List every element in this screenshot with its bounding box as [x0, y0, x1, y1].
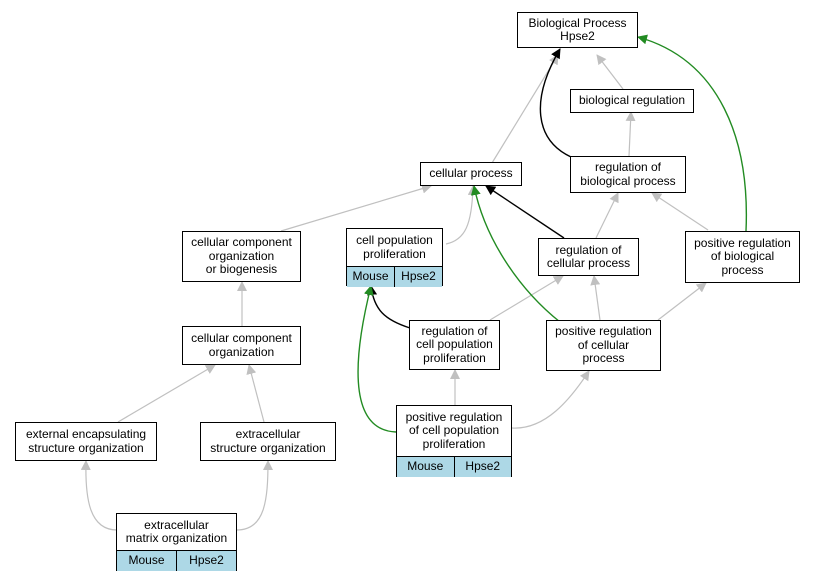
go-term-label: regulation of cell population proliferat…	[410, 321, 499, 369]
term-text: regulation of	[421, 323, 488, 338]
go-term-positive-regulation-of-cell-population-proliferation[interactable]: positive regulation of cell population p…	[396, 405, 512, 477]
go-term-label: positive regulation of cellular process	[547, 321, 660, 370]
term-text: proliferation	[423, 350, 486, 365]
edge	[625, 111, 636, 157]
annotation-species[interactable]: Mouse	[397, 457, 454, 477]
edge	[280, 183, 432, 232]
go-term-cellular-component-organization-or-biogenesis[interactable]: cellular component organization or bioge…	[182, 231, 301, 282]
term-text: of cell population	[408, 423, 500, 438]
edge	[489, 275, 564, 321]
term-text: structure organization	[28, 440, 144, 455]
go-term-label: Biological Process Hpse2	[518, 13, 637, 47]
go-term-positive-regulation-of-biological-process[interactable]: positive regulation of biological proces…	[685, 231, 800, 283]
edge	[357, 285, 397, 433]
go-term-label: cellular component organization or bioge…	[183, 232, 300, 281]
edge	[80, 460, 118, 531]
term-text: proliferation	[363, 246, 426, 261]
edge	[657, 282, 707, 321]
term-text: biological process	[580, 173, 676, 188]
go-term-label: positive regulation of cell population p…	[397, 406, 511, 457]
go-term-label: extracellular structure organization	[201, 423, 335, 460]
go-term-external-encapsulating-structure-organization[interactable]: external encapsulating structure organiz…	[15, 422, 157, 461]
term-text: cellular component	[191, 331, 292, 345]
go-term-extracellular-structure-organization[interactable]: extracellular structure organization	[200, 422, 336, 461]
annotation-species[interactable]: Mouse	[117, 551, 176, 571]
annotation-gene[interactable]: Hpse2	[176, 551, 236, 571]
edge	[445, 185, 478, 245]
annotation-row: Mouse Hpse2	[397, 457, 511, 477]
edge	[651, 192, 709, 231]
edge	[637, 34, 748, 232]
go-term-label: external encapsulating structure organiz…	[16, 423, 156, 460]
term-text: or biogenesis	[205, 262, 278, 277]
edge	[470, 185, 561, 323]
term-text: cell population	[356, 233, 433, 247]
term-text: Biological Process	[528, 15, 627, 30]
go-term-label: extracellular matrix organization	[117, 514, 236, 551]
term-text: positive regulation	[555, 324, 652, 339]
term-text: cell population	[416, 337, 493, 352]
annotation-gene[interactable]: Hpse2	[394, 267, 442, 287]
go-term-cellular-process[interactable]: cellular process	[420, 162, 522, 186]
term-text: regulation of	[555, 242, 622, 257]
go-term-label: cellular component organization	[183, 327, 300, 364]
term-text: of cellular	[577, 337, 630, 352]
edge	[590, 275, 601, 321]
edge	[539, 48, 572, 158]
go-term-cellular-component-organization[interactable]: cellular component organization	[182, 326, 301, 365]
go-term-extracellular-matrix-organization[interactable]: extracellular matrix organization Mouse …	[116, 513, 237, 571]
go-term-label: regulation of cellular process	[539, 239, 638, 275]
go-term-label: cell population proliferation	[347, 229, 442, 267]
term-text: organization	[208, 248, 275, 263]
annotation-gene[interactable]: Hpse2	[453, 457, 511, 477]
term-text: organization	[208, 344, 275, 359]
edge	[491, 54, 559, 164]
term-text: of biological	[710, 249, 775, 264]
go-term-regulation-of-cellular-process[interactable]: regulation of cellular process	[538, 238, 639, 276]
term-text: process	[721, 262, 764, 277]
edge	[485, 185, 565, 239]
annotation-row: Mouse Hpse2	[347, 267, 442, 287]
edge	[367, 285, 411, 329]
go-term-regulation-of-cell-population-proliferation[interactable]: regulation of cell population proliferat…	[409, 320, 500, 370]
edge	[117, 364, 216, 423]
term-text: proliferation	[422, 436, 486, 451]
term-text: cellular component	[191, 235, 292, 250]
edge	[596, 54, 624, 90]
go-term-label: regulation of biological process	[571, 157, 685, 192]
edge	[246, 364, 265, 423]
annotation-species[interactable]: Mouse	[347, 267, 394, 287]
go-term-label: cellular process	[421, 163, 521, 185]
go-term-cell-population-proliferation[interactable]: cell population proliferation Mouse Hpse…	[346, 228, 443, 287]
annotation-row: Mouse Hpse2	[117, 551, 236, 571]
term-text: positive regulation	[694, 235, 791, 250]
term-text: matrix organization	[125, 531, 228, 545]
go-term-biological-process[interactable]: Biological Process Hpse2	[517, 12, 638, 48]
term-text: structure organization	[210, 440, 326, 455]
term-text: extracellular	[235, 427, 301, 441]
go-term-positive-regulation-of-cellular-process[interactable]: positive regulation of cellular process	[546, 320, 661, 371]
term-text: regulation of	[594, 160, 662, 174]
term-text: external encapsulating	[25, 427, 147, 441]
edge	[595, 192, 619, 239]
go-term-label: positive regulation of biological proces…	[686, 232, 799, 282]
go-term-regulation-of-biological-process[interactable]: regulation of biological process	[570, 156, 686, 193]
term-text: cellular process	[546, 256, 631, 270]
edge	[236, 460, 273, 531]
go-term-biological-regulation[interactable]: biological regulation	[570, 89, 694, 113]
term-text: cellular process	[429, 166, 513, 181]
term-text: positive regulation	[405, 409, 503, 424]
term-text: biological regulation	[578, 93, 686, 108]
term-text: Hpse2	[560, 29, 595, 43]
term-text: process	[582, 351, 625, 366]
edge	[511, 370, 590, 429]
go-term-label: biological regulation	[571, 90, 693, 112]
term-text: extracellular	[144, 517, 209, 532]
